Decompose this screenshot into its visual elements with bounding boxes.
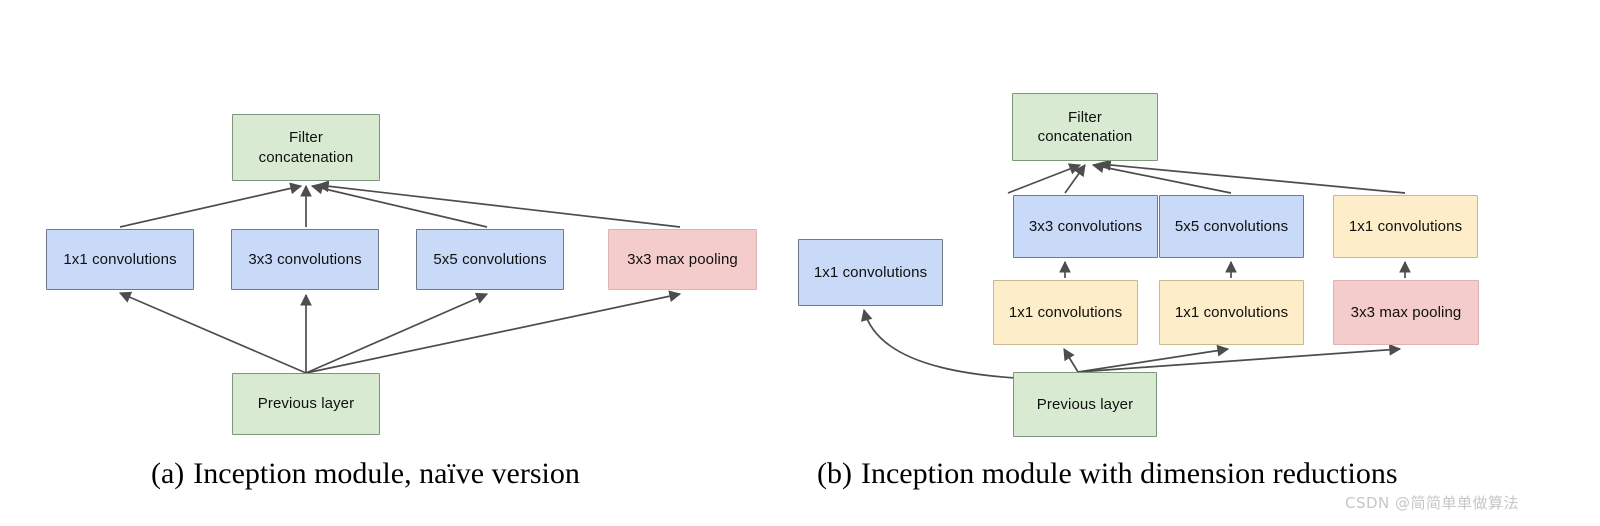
node-a-conv-3x3[interactable]: 3x3 convolutions [231,229,379,290]
node-a-filter-concatenation[interactable]: Filter concatenation [232,114,380,181]
node-label: 3x3 max pooling [627,250,738,268]
node-b-conv-1x1-after-pool[interactable]: 1x1 convolutions [1333,195,1478,258]
node-a-conv-5x5[interactable]: 5x5 convolutions [416,229,564,290]
node-label: 3x3 convolutions [1028,217,1143,235]
caption-a: (a)Inception module, naïve version [151,457,580,491]
node-label: 1x1 convolutions [63,250,177,268]
csdn-watermark: CSDN @简简单单做算法 [1345,494,1520,512]
node-label: 5x5 convolutions [1174,217,1289,235]
caption-a-text: Inception module, naïve version [193,457,580,490]
node-label: Filter concatenation [1037,108,1133,145]
caption-b-text: Inception module with dimension reductio… [860,457,1398,490]
node-a-max-pooling-3x3[interactable]: 3x3 max pooling [608,229,757,290]
node-a-conv-1x1[interactable]: 1x1 convolutions [46,229,194,290]
node-label: 3x3 max pooling [1350,303,1462,321]
node-b-max-pooling-3x3[interactable]: 3x3 max pooling [1333,280,1479,345]
node-label: Filter concatenation [258,129,354,166]
node-b-conv-5x5[interactable]: 5x5 convolutions [1159,195,1304,258]
node-label: 1x1 convolutions [1008,303,1123,321]
node-b-previous-layer[interactable]: Previous layer [1013,372,1157,437]
caption-a-label: (a) [151,457,185,490]
node-b-conv-1x1-before-3x3[interactable]: 1x1 convolutions [993,280,1138,345]
node-label: 3x3 convolutions [248,250,362,268]
node-label: 1x1 convolutions [1348,217,1463,235]
node-b-filter-concatenation[interactable]: Filter concatenation [1012,93,1158,161]
node-a-previous-layer[interactable]: Previous layer [232,373,380,435]
node-b-conv-1x1-direct[interactable]: 1x1 convolutions [798,239,943,306]
node-b-conv-1x1-before-5x5[interactable]: 1x1 convolutions [1159,280,1304,345]
caption-b-label: (b) [817,457,852,490]
node-label: 1x1 convolutions [1174,303,1289,321]
node-label: 5x5 convolutions [433,250,547,268]
node-label: Previous layer [1036,395,1134,413]
node-label: 1x1 convolutions [813,263,928,281]
node-b-conv-3x3[interactable]: 3x3 convolutions [1013,195,1158,258]
caption-b: (b)Inception module with dimension reduc… [817,457,1398,491]
node-label: Previous layer [257,395,355,413]
